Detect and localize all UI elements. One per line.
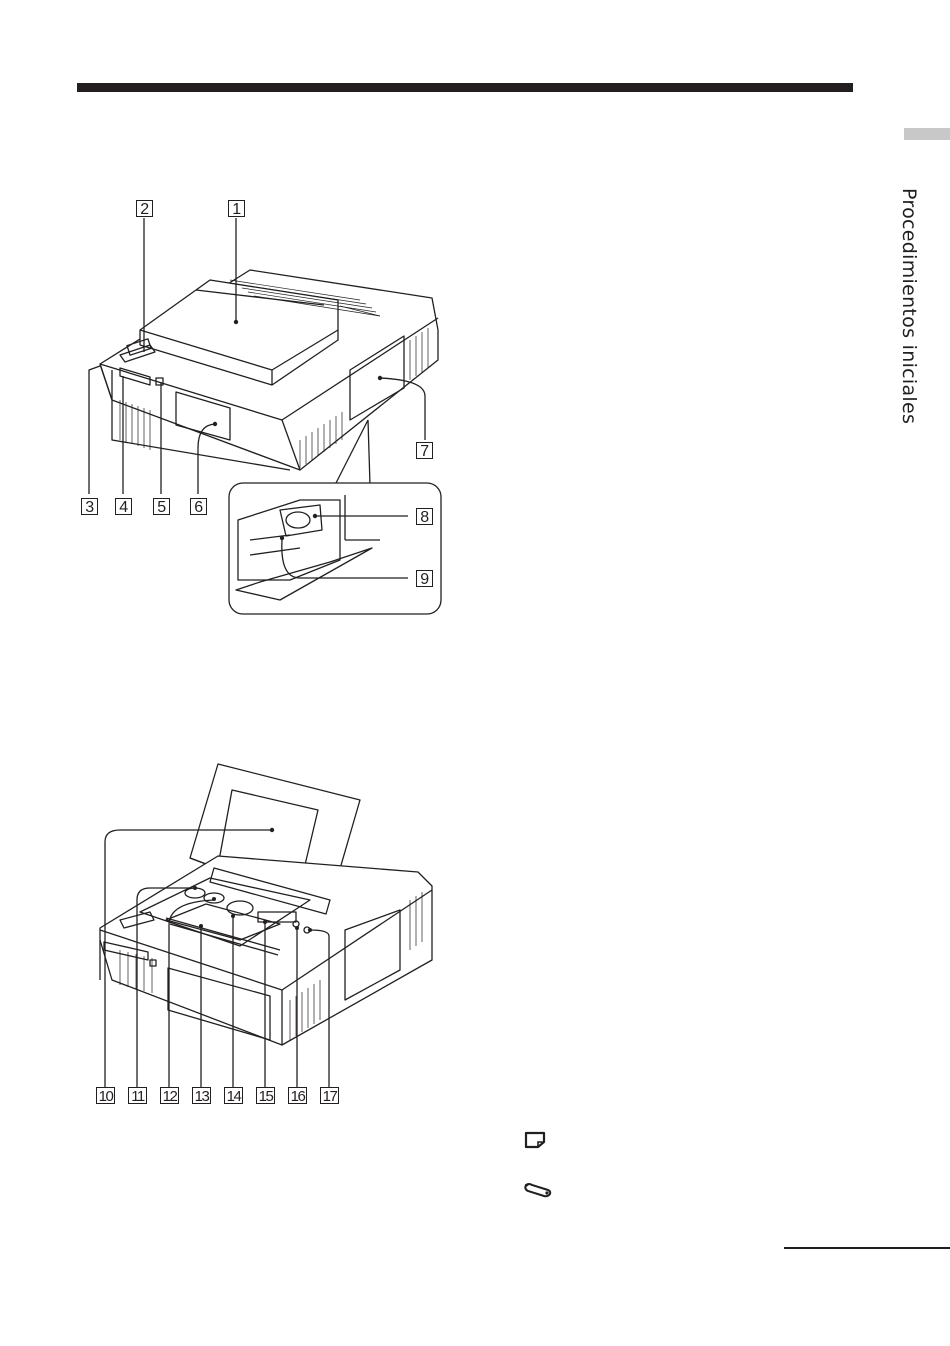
callout-3: 3 bbox=[81, 498, 98, 515]
note-icon bbox=[524, 1131, 548, 1149]
callout-8: 8 bbox=[416, 508, 433, 525]
callout-14: 14 bbox=[224, 1087, 243, 1104]
callout-16: 16 bbox=[288, 1087, 307, 1104]
callout-13: 13 bbox=[192, 1087, 211, 1104]
continued-rule bbox=[784, 1247, 950, 1249]
callout-17: 17 bbox=[320, 1087, 339, 1104]
callout-9: 9 bbox=[416, 570, 433, 587]
tool-icon bbox=[522, 1181, 554, 1201]
callout-10: 10 bbox=[96, 1087, 115, 1104]
callout-12: 12 bbox=[160, 1087, 179, 1104]
callout-4: 4 bbox=[115, 498, 132, 515]
callout-5: 5 bbox=[153, 498, 170, 515]
callout-1: 1 bbox=[228, 200, 245, 217]
callout-15: 15 bbox=[256, 1087, 275, 1104]
callout-6: 6 bbox=[190, 498, 207, 515]
callout-11: 11 bbox=[128, 1087, 147, 1104]
callout-7: 7 bbox=[416, 442, 433, 459]
callout-2: 2 bbox=[136, 200, 153, 217]
